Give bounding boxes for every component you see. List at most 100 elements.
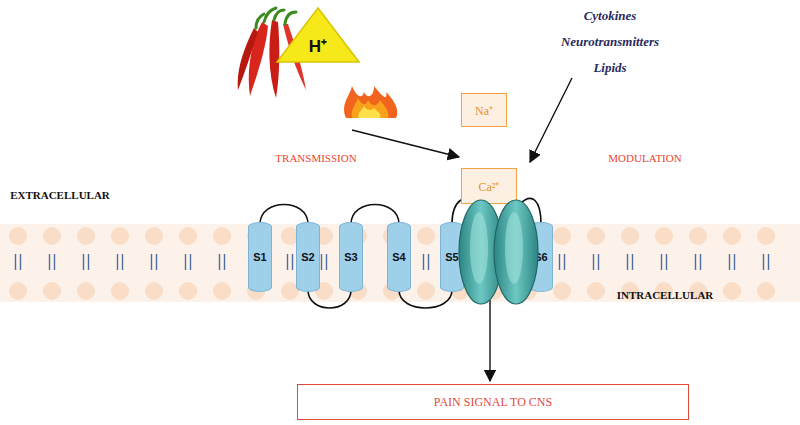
lipid-tail [49, 254, 50, 270]
lipid-head [757, 282, 775, 300]
lipid-tail [185, 254, 186, 270]
lipid-tail [695, 254, 696, 270]
modulator-label: Neurotransmitters [540, 34, 680, 50]
lipid-head [757, 227, 775, 245]
lipid-tail [661, 254, 662, 270]
lipid-head [213, 227, 231, 245]
lipid-tail [763, 254, 764, 270]
lipid-tail [321, 254, 322, 270]
node-text: S5 [445, 251, 458, 263]
lipid-head [9, 227, 27, 245]
lipid-head [77, 227, 95, 245]
chili-pepper [238, 28, 258, 90]
proton-triangle: H⁺ [275, 6, 361, 64]
ion-box: Ca²⁺ [461, 168, 517, 204]
lipid-tail [15, 254, 16, 270]
output-box: PAIN SIGNAL TO CNS [297, 384, 689, 420]
stimulus-arrow [352, 130, 459, 157]
pore-domain [494, 200, 538, 304]
lipid-head [9, 282, 27, 300]
node-text: Ca²⁺ [479, 178, 500, 195]
lipid-tail [666, 254, 667, 270]
transmembrane-segment: S2 [296, 222, 320, 292]
node-text: S2 [301, 251, 314, 263]
lipid-tail [219, 254, 220, 270]
lipid-tail [428, 254, 429, 270]
lipid-head [111, 227, 129, 245]
triangle-shape [277, 8, 359, 62]
pore-highlight [505, 212, 523, 284]
ion-box: Na⁺ [461, 93, 507, 127]
lipid-tail [593, 254, 594, 270]
lipid-head [553, 227, 571, 245]
transmembrane-segment: S4 [387, 222, 411, 292]
lipid-tail [700, 254, 701, 270]
modulation-arrow [530, 78, 572, 162]
lipid-tail [564, 254, 565, 270]
node-text: PAIN SIGNAL TO CNS [434, 395, 552, 410]
lipid-tail [423, 254, 424, 270]
lipid-head [723, 227, 741, 245]
lipid-head [417, 227, 435, 245]
flame [352, 98, 389, 118]
lipid-head [621, 227, 639, 245]
lipid-tail [190, 254, 191, 270]
loop-lines [260, 198, 541, 308]
lipid-tail [734, 254, 735, 270]
flame [358, 106, 381, 118]
node-text: S1 [253, 251, 266, 263]
modulator-label: Cytokines [540, 8, 680, 24]
lipid-tail [20, 254, 21, 270]
channel-pore [459, 200, 538, 304]
lipid-head [179, 227, 197, 245]
lipid-tail [326, 254, 327, 270]
lipid-head [179, 282, 197, 300]
lipid-head [111, 282, 129, 300]
lipid-tail [122, 254, 123, 270]
flame [344, 86, 397, 118]
modulator-label: Lipids [540, 60, 680, 76]
lipid-tail [729, 254, 730, 270]
lipid-tail [117, 254, 118, 270]
lipid-tail [54, 254, 55, 270]
lipid-tail [156, 254, 157, 270]
chili-pepper [269, 20, 279, 98]
signal-arrow [489, 300, 490, 381]
lipid-head [145, 227, 163, 245]
lipid-tail [292, 254, 293, 270]
lipid-head [655, 227, 673, 245]
compartment-label: EXTRACELLULAR [0, 189, 120, 201]
lipid-tail [88, 254, 89, 270]
lipid-tail [151, 254, 152, 270]
node-text: Na⁺ [475, 102, 493, 119]
lipid-head [689, 227, 707, 245]
lipid-tail [287, 254, 288, 270]
lipid-head [77, 282, 95, 300]
flame-illustration [344, 86, 397, 118]
lipid-head [213, 282, 231, 300]
pore-highlight [470, 212, 488, 284]
intracellular-loop [399, 290, 452, 308]
lipid-tail [83, 254, 84, 270]
process-label: TRANSMISSION [256, 152, 376, 164]
lipid-head [587, 227, 605, 245]
lipid-tail [559, 254, 560, 270]
lipid-tail [768, 254, 769, 270]
lipid-head [723, 282, 741, 300]
node-text: H⁺ [309, 34, 327, 57]
node-text: S3 [344, 251, 357, 263]
process-label: MODULATION [585, 152, 705, 164]
lipid-head [553, 282, 571, 300]
transmembrane-segment: S3 [339, 222, 363, 292]
lipid-tail [632, 254, 633, 270]
lipid-head [417, 282, 435, 300]
intracellular-loop [308, 290, 351, 308]
lipid-tail [627, 254, 628, 270]
extracellular-loop [351, 205, 399, 225]
lipid-head [145, 282, 163, 300]
node-text: S4 [392, 251, 405, 263]
lipid-tail [224, 254, 225, 270]
